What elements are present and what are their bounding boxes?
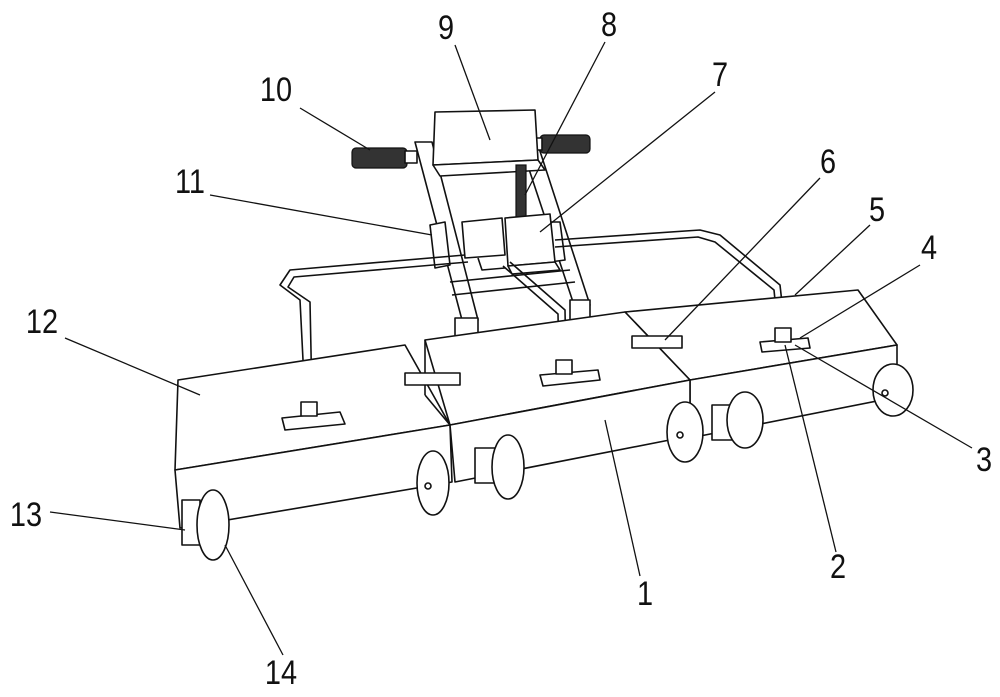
control-boxes [462,214,560,274]
label-3: 3 [976,443,992,477]
label-9: 9 [438,11,454,45]
label-11: 11 [175,165,205,199]
label-10: 10 [260,73,292,107]
label-2: 2 [830,550,846,584]
label-6: 6 [820,145,836,179]
label-4: 4 [921,231,937,265]
label-12: 12 [26,305,58,339]
label-7: 7 [712,58,728,92]
label-5: 5 [869,193,885,227]
label-8: 8 [601,8,617,42]
label-13: 13 [10,498,42,532]
label-1: 1 [637,577,653,611]
label-14: 14 [265,656,297,690]
